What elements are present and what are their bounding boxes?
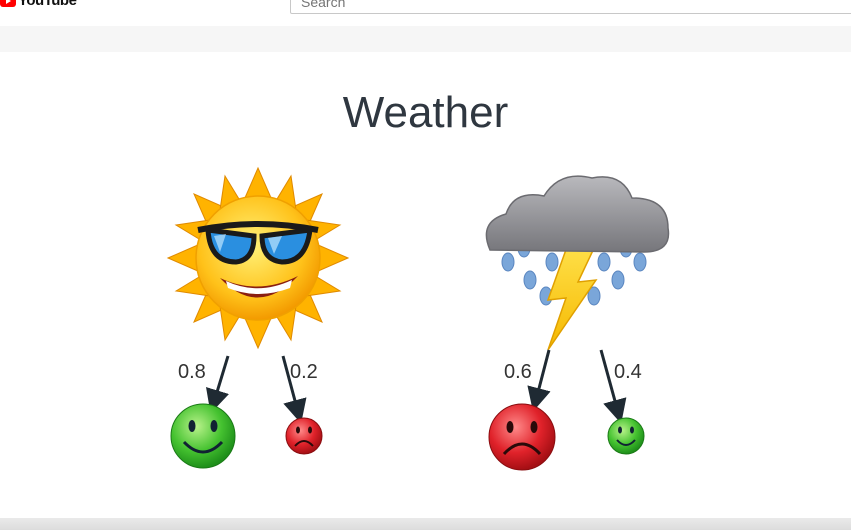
video-slide[interactable]: [0, 52, 851, 518]
youtube-logo[interactable]: YouTube: [0, 0, 77, 9]
sad-face-icon: [285, 417, 323, 455]
happy-face-icon: [607, 417, 645, 455]
sunny-happy-probability: 0.8: [178, 361, 206, 383]
sunny-sad-probability: 0.2: [290, 361, 318, 383]
youtube-logo-icon: [0, 0, 16, 7]
sunny-sad-branch: 0.2: [281, 355, 318, 424]
storm-cloud-icon: [485, 175, 670, 351]
slide-title: Weather: [342, 88, 509, 137]
header-divider-strip: [0, 26, 851, 52]
video-bottom-edge: [0, 518, 851, 530]
search-input[interactable]: [290, 0, 851, 14]
rainy-sad-branch: 0.6: [504, 349, 551, 412]
top-bar: YouTube: [0, 0, 851, 26]
sun-with-sunglasses-icon: [166, 166, 350, 350]
logo-text: YouTube: [18, 0, 77, 9]
rainy-happy-probability: 0.4: [614, 361, 642, 383]
sad-face-icon: [488, 403, 556, 471]
rainy-sad-probability: 0.6: [504, 361, 532, 383]
rainy-happy-branch: 0.4: [599, 349, 642, 424]
happy-face-icon: [170, 403, 236, 469]
sunny-happy-branch: 0.8: [178, 355, 230, 414]
